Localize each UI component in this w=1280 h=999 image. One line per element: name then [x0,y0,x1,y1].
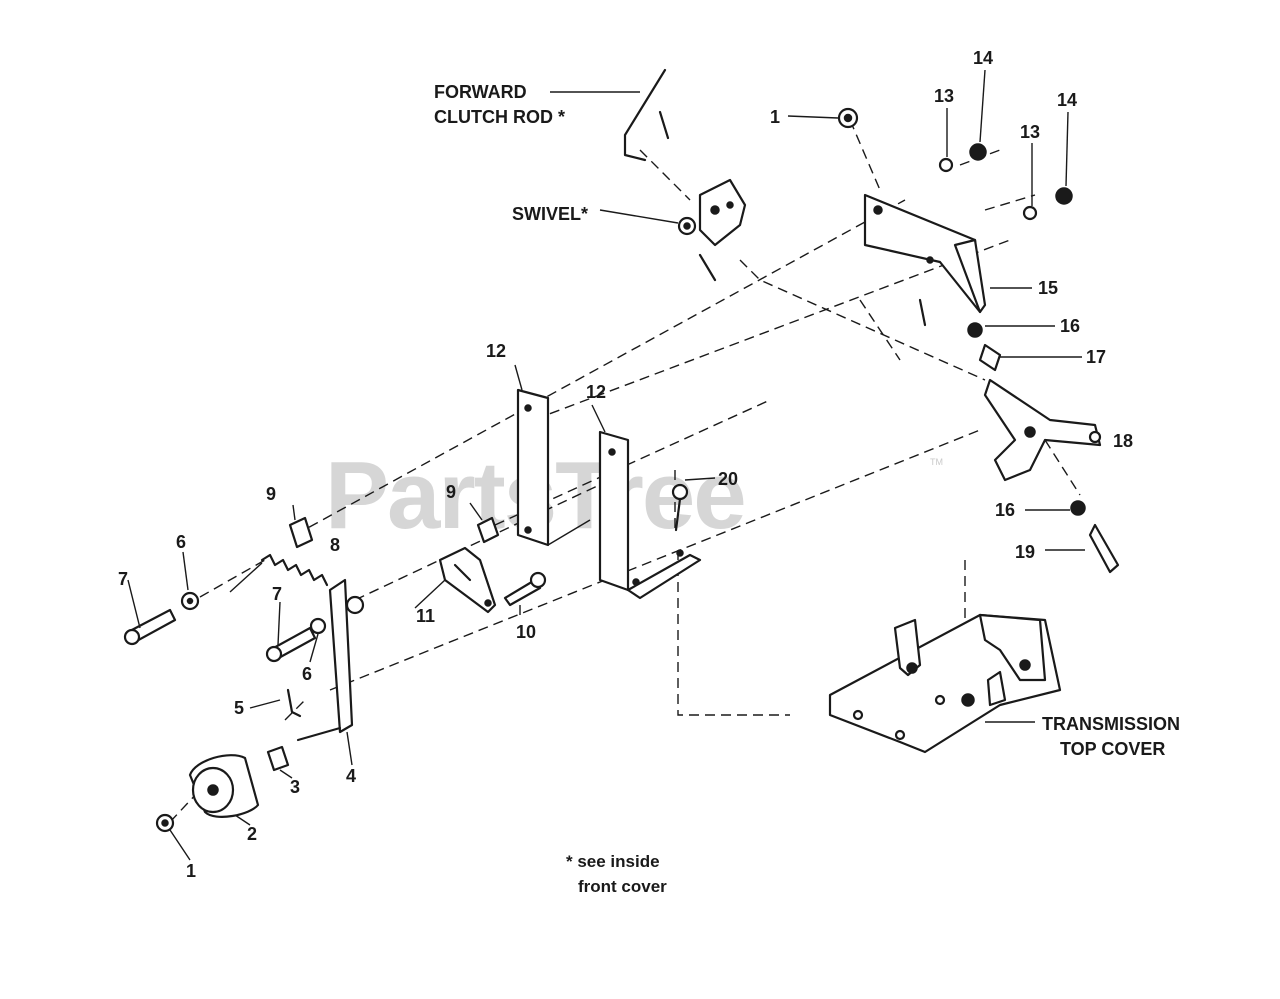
callout-20: 20 [718,469,738,489]
callout-18: 18 [1113,431,1133,451]
callout-1-top: 1 [770,107,780,127]
callout-17: 17 [1086,347,1106,367]
callout-6-left: 6 [176,532,186,552]
label-swivel: SWIVEL* [512,204,588,224]
part-2-knob [188,754,260,818]
callout-9-mid: 9 [446,482,456,502]
callout-13-right: 13 [1020,122,1040,142]
callout-7-mid: 7 [272,584,282,604]
part-1-bottom-nut [155,813,175,833]
part-forward-clutch-rod [623,68,670,162]
part-swivel [677,178,747,282]
label-forward-line2: CLUTCH ROD * [434,107,565,127]
part-9-bushings [288,516,500,549]
callout-19: 19 [1015,542,1035,562]
part-1-top-nut [837,107,859,129]
watermark: PartsTree TM [325,442,943,549]
part-transmission-top-cover [828,613,1062,754]
part-4-lever [296,578,365,742]
callout-5: 5 [234,698,244,718]
callout-10: 10 [516,622,536,642]
part-3-spacer [266,745,290,772]
callout-12-right: 12 [586,382,606,402]
footnote-line1: * see inside [566,852,660,871]
part-13-14-hardware [938,143,1073,221]
callout-13-left: 13 [934,86,954,106]
label-forward-line1: FORWARD [434,82,527,102]
named-labels: FORWARD CLUTCH ROD * SWIVEL* TRANSMISSIO… [434,82,1180,759]
assembly-lines [169,119,1081,823]
callout-11: 11 [416,606,435,626]
callout-9-left: 9 [266,484,276,504]
part-20-bolt [671,483,689,532]
part-11-plate [438,546,497,614]
callout-3: 3 [290,777,300,797]
leader-lines [127,69,1085,861]
callout-1-bottom: 1 [186,861,196,881]
watermark-tm: TM [930,457,943,467]
callout-4: 4 [346,766,356,786]
part-15-bracket [863,193,987,314]
part-16-17-18-linkage [918,298,1120,574]
footnote: * see inside front cover [566,852,667,896]
part-5-pin [286,688,302,718]
callout-12-left: 12 [486,341,506,361]
callout-numbers: 1 1 2 3 4 5 6 6 7 7 8 9 9 10 11 12 12 13… [118,48,1133,881]
callout-14-right: 14 [1057,90,1077,110]
callout-6-mid: 6 [302,664,312,684]
footnote-line2: front cover [578,877,667,896]
label-transmission-line2: TOP COVER [1060,739,1165,759]
callout-14-left: 14 [973,48,993,68]
part-8-spring [260,553,329,587]
callout-16-bottom: 16 [995,500,1015,520]
callout-8: 8 [330,535,340,555]
label-transmission-line1: TRANSMISSION [1042,714,1180,734]
callout-16-top: 16 [1060,316,1080,336]
callout-15: 15 [1038,278,1058,298]
callout-2: 2 [247,824,257,844]
part-10-bolt [503,571,547,607]
part-12-brackets [516,388,702,600]
callout-7-left: 7 [118,569,128,589]
part-6-7-bolts-washers [123,591,327,663]
